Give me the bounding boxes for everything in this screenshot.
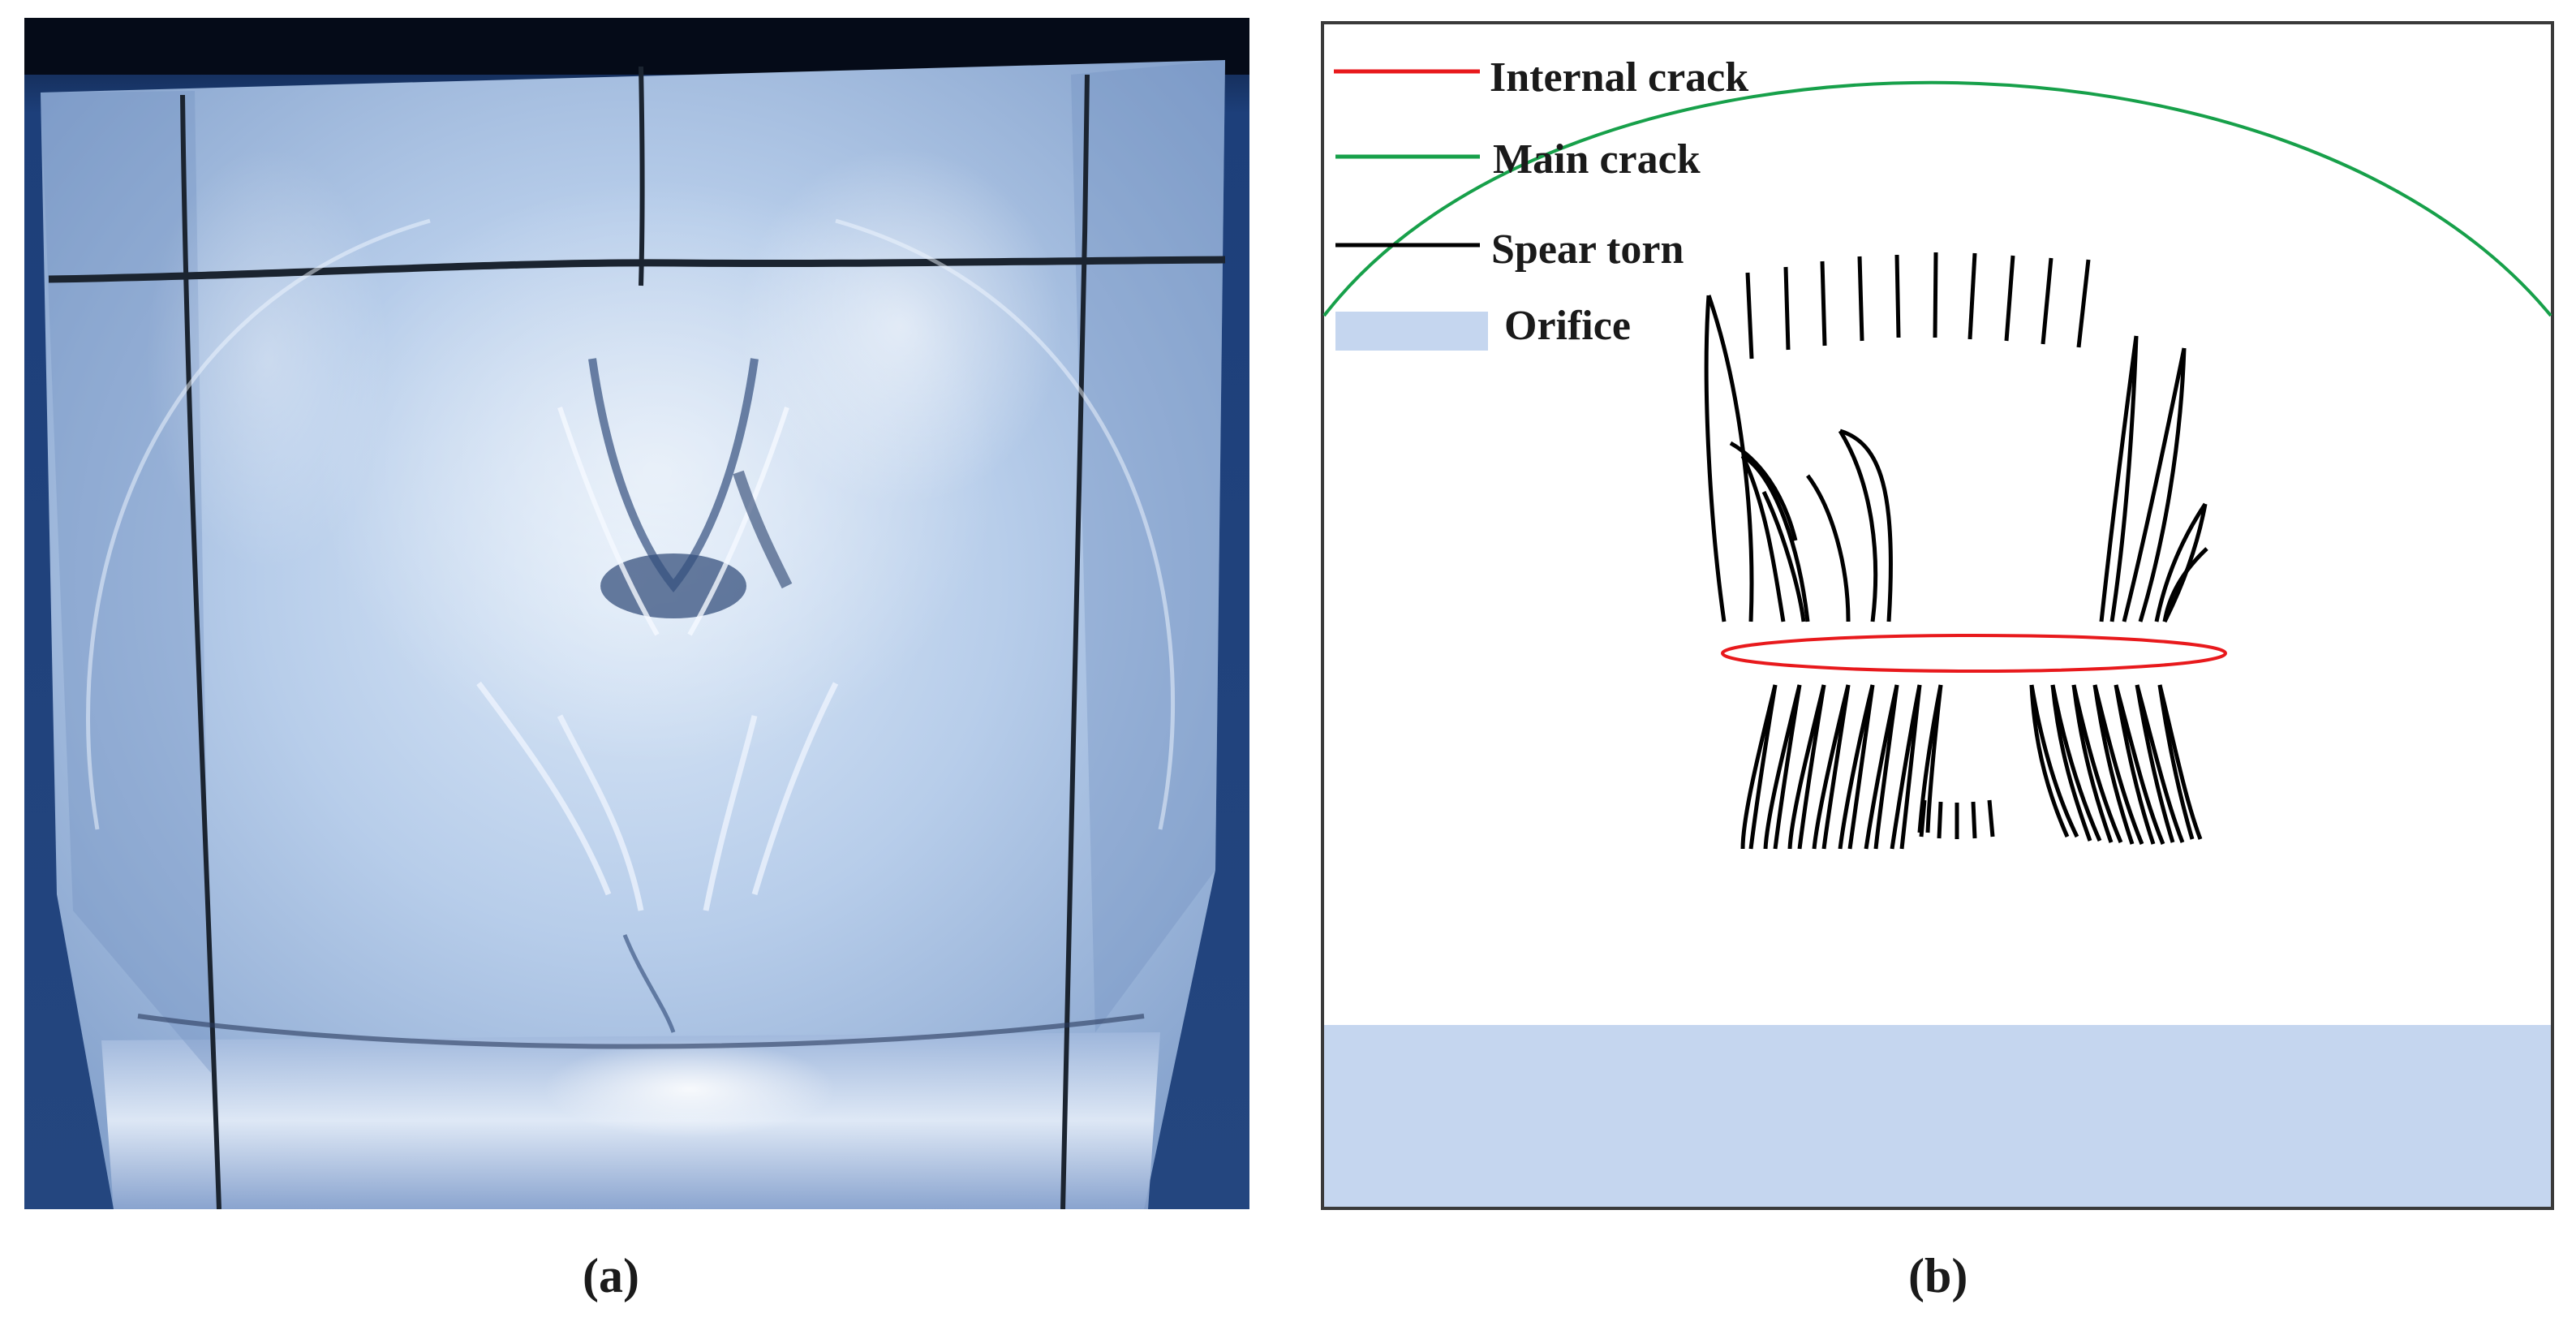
legend-orifice-label: Orifice [1504,303,1631,349]
photo-panel [24,18,1249,1209]
spear-torn-lower-left [1740,684,1943,850]
legend-orifice-swatch [1335,312,1488,351]
crack-schematic [1321,21,2554,1210]
spear-torn-bottom-strokes [1919,799,1995,839]
caption-a: (a) [583,1249,639,1303]
spear-torn-upper-left [1704,295,1893,622]
internal-crack-ellipse [1721,634,2227,673]
legend-spear-torn-label: Spear torn [1491,226,1684,273]
schematic-frame [1321,21,2554,1210]
caption-b: (b) [1908,1249,1968,1303]
crack-schematic-panel: Internal crack Main crack Spear torn Ori… [1321,21,2554,1210]
spear-torn-lower-right [2029,684,2203,845]
legend-internal-crack-label: Internal crack [1490,54,1749,101]
legend-main-crack-label: Main crack [1493,136,1701,183]
spear-torn-upper-right [2099,335,2208,623]
spear-torn-top-strokes [1745,252,2091,360]
cracked-block-photo [24,18,1249,1209]
main-crack-arc [1322,80,2552,317]
orifice-region [1324,1025,2551,1207]
